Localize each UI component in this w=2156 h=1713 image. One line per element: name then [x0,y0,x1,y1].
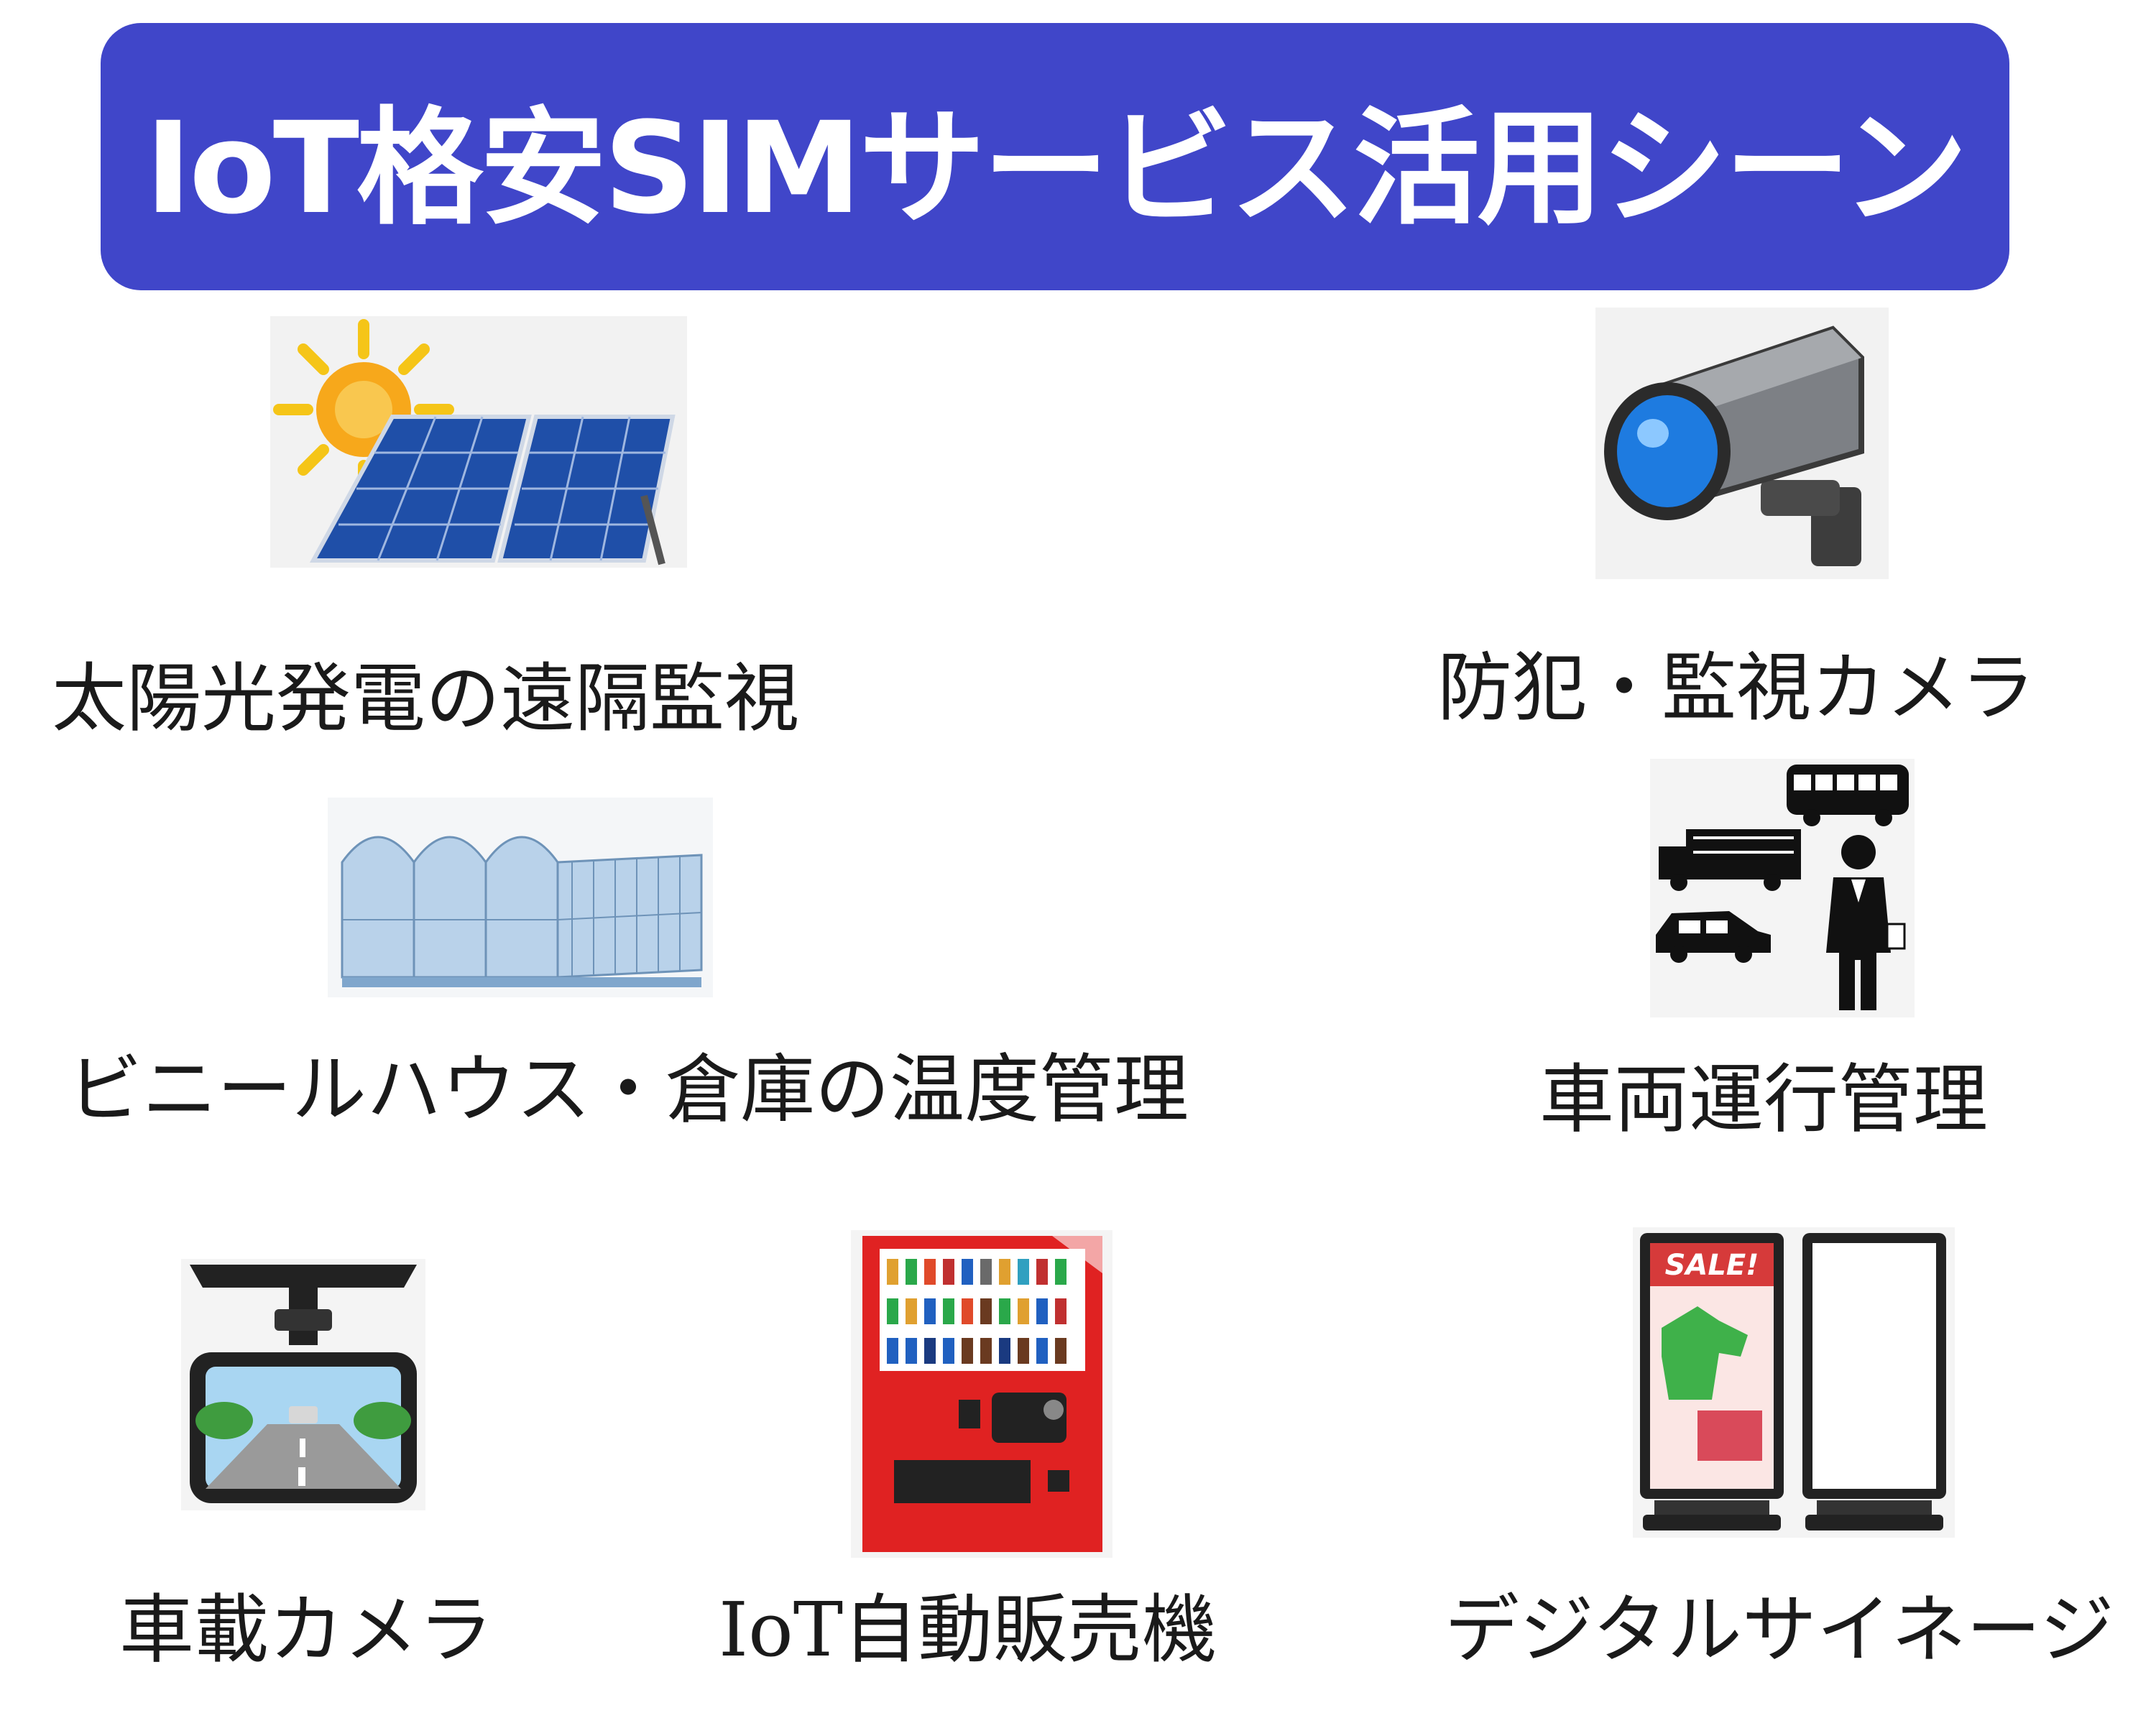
scene-label-fleet: 車両運行管理 [1539,1056,1989,1143]
svg-text:SALE!: SALE! [1665,1249,1759,1282]
digital-signage-icon: SALE! [1633,1227,1955,1538]
dashcam-icon [181,1259,425,1510]
scene-label-security-camera: 防犯・監視カメラ [1437,644,2036,731]
scene-label-vending: IoT自動販売機 [719,1586,1217,1673]
greenhouse-icon [328,798,713,997]
scene-label-greenhouse: ビニールハウス・倉庫の温度管理 [68,1045,1189,1133]
security-camera-icon [1595,308,1889,579]
scene-label-signage: デジタルサイネージ [1445,1586,2114,1673]
fleet-management-icon [1650,759,1915,1017]
scene-label-solar: 太陽光発電の遠隔監視 [52,655,800,742]
scene-label-dashcam: 車載カメラ [119,1586,494,1673]
title-banner: IoT格安SIMサービス活用シーン [101,23,2009,290]
page-title: IoT格安SIMサービス活用シーン [144,94,1968,242]
vending-machine-icon [851,1230,1112,1558]
solar-panel-icon [270,316,687,568]
